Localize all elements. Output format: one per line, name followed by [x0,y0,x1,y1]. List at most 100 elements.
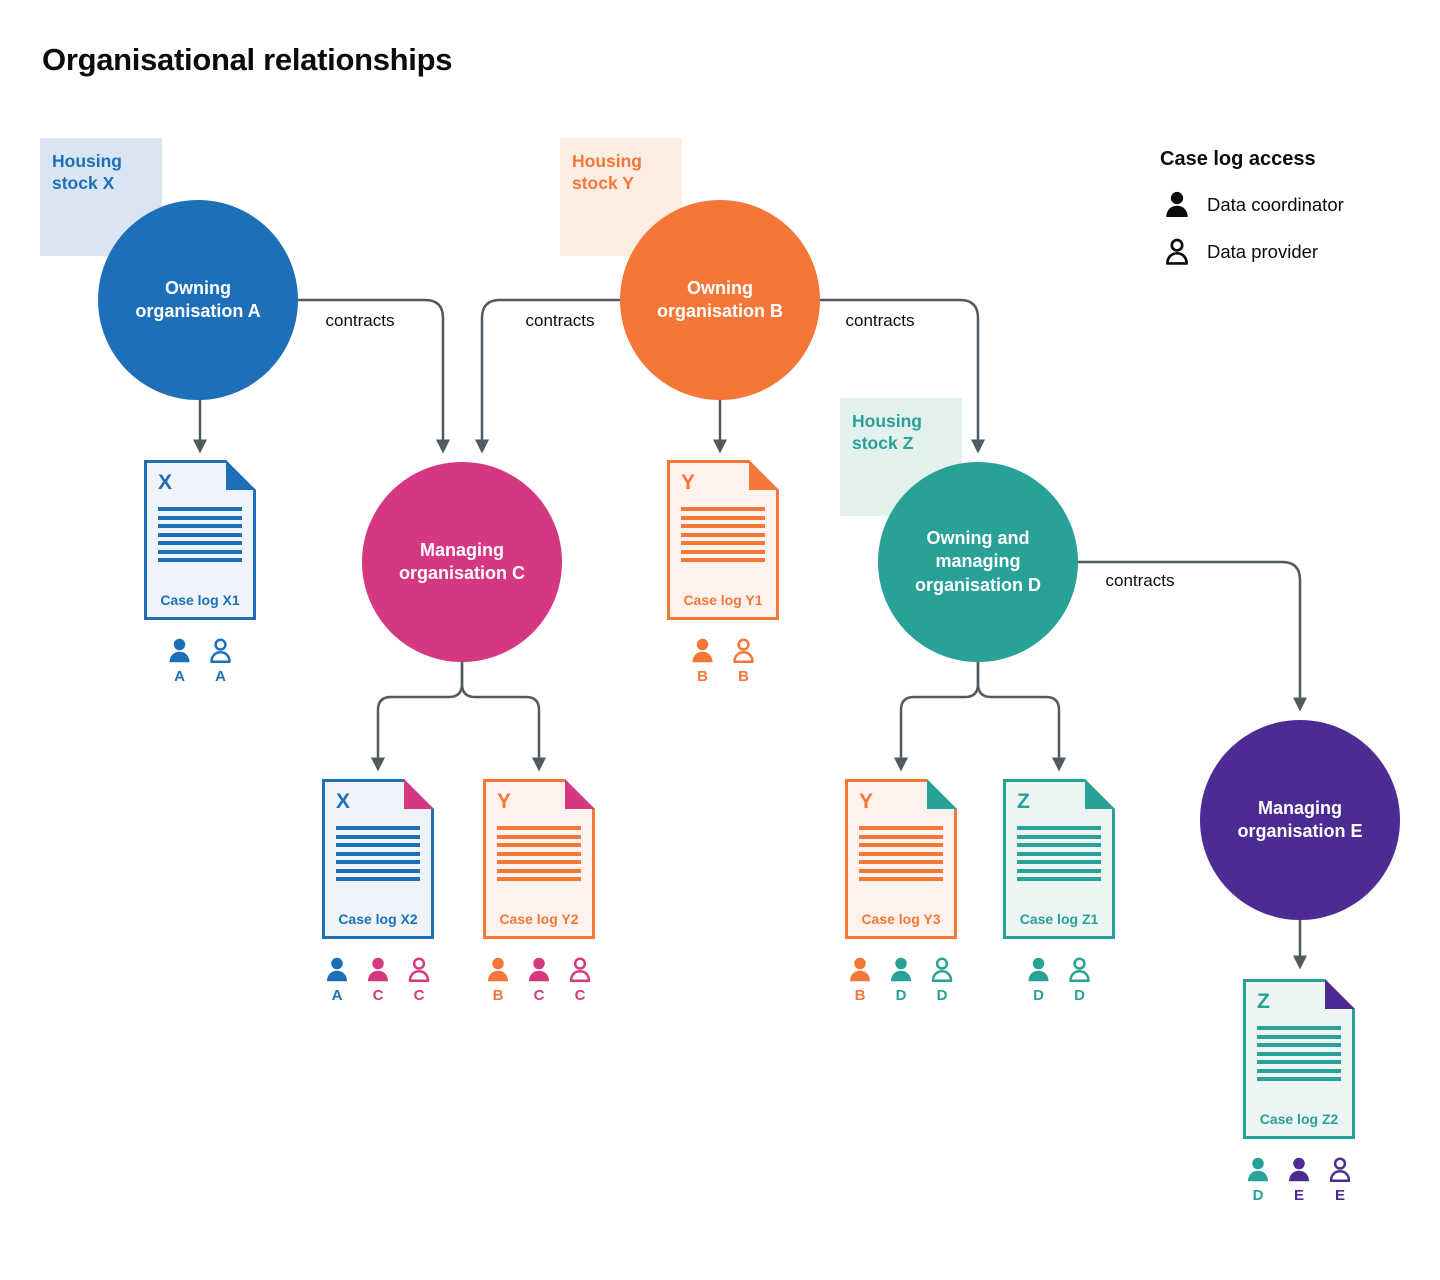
case-log-stock-letter: X [158,471,173,494]
organisation-E: Managing organisation E [1200,720,1400,920]
arrow-D-to-Z1 [976,660,1066,772]
document-text-lines-icon [158,507,242,562]
person-outline-icon [210,638,231,663]
arrow-B-to-D [818,298,985,454]
document-text-lines-icon [336,826,420,881]
case-log-label: Case log Y3 [861,911,941,927]
case-log-stock-letter: Y [859,790,874,813]
person-outline-icon [1329,1157,1351,1182]
access-person-letter: E [1334,1187,1345,1204]
access-person-letter: A [215,668,226,685]
access-person-coordinator: B [687,636,719,685]
person-filled-icon [850,957,870,982]
access-person-letter: C [413,987,425,1004]
person-filled-icon [368,957,388,982]
case-log-stock-letter: Z [1017,790,1030,813]
case-log-doc-X2: X Case log X2 [322,779,434,939]
access-person-provider: D [1064,955,1096,1004]
case-log-label: Case log X1 [160,592,240,608]
organisation-label: Owning and managing organisation D [914,527,1041,595]
organisation-label: Owning organisation B [656,277,783,321]
case-log-label: Case log Z1 [1019,911,1099,927]
person-filled-icon [488,957,508,982]
document-fold-icon [404,779,434,809]
organisation-label: Managing organisation C [398,539,525,583]
contract-label-A-C: contracts [325,311,395,330]
person-filled-icon [1289,1157,1309,1182]
organisation-label: Managing organisation E [1237,797,1363,841]
person-outline-icon [1069,957,1090,982]
arrow-D-to-E [1076,560,1307,712]
case-log-doc-Y3: Y Case log Y3 [845,779,957,939]
person-outline-icon [569,957,591,982]
legend-item-data-coordinator: Data coordinator [1160,188,1430,222]
access-person-letter: C [574,987,586,1004]
arrow-A-to-C [296,298,450,454]
person-outline-icon [733,638,754,663]
access-person-provider: E [1324,1155,1356,1204]
access-person-provider: A [205,636,237,685]
document-text-lines-icon [681,507,765,562]
document-fold-icon [1085,779,1115,809]
contract-label-B-C: contracts [525,311,595,330]
legend-item-label: Data coordinator [1207,194,1344,215]
document-fold-icon [927,779,957,809]
arrow-D-to-Y3 [894,660,980,772]
document-fold-icon [1325,979,1355,1009]
case-log-stock-letter: Z [1257,990,1270,1013]
person-filled-icon [692,638,713,663]
access-person-letter: D [895,987,907,1004]
access-person-letter: D [1033,987,1044,1004]
access-person-provider: C [564,955,596,1004]
case-log-label: Case log Y2 [499,911,579,927]
person-filled-icon [529,957,549,982]
document-text-lines-icon [497,826,581,881]
access-person-coordinator: C [362,955,394,1004]
legend-item-label: Data provider [1207,241,1319,262]
person-filled-icon [891,957,911,982]
arrow-C-to-X2 [371,660,464,772]
access-person-letter: C [533,987,545,1004]
case-log-stock-letter: X [336,790,351,813]
legend-title: Case log access [1160,148,1316,170]
arrow-B-to-C [475,298,622,454]
case-log-doc-X1: X Case log X1 [144,460,256,620]
person-filled-icon [327,957,347,982]
access-person-letter: D [1252,1187,1264,1204]
person-filled-icon [169,638,190,663]
access-person-coordinator: B [844,955,876,1004]
person-filled-icon [1248,1157,1268,1182]
organisation-label: Owning organisation A [135,277,261,321]
access-person-coordinator: C [523,955,555,1004]
access-person-provider: D [926,955,958,1004]
case-log-stock-letter: Y [681,471,696,494]
organisation-B: Owning organisation B [620,200,820,400]
access-person-letter: D [1074,987,1085,1004]
document-fold-icon [565,779,595,809]
person-outline-icon [408,957,430,982]
arrow-C-to-Y2 [460,660,546,772]
case-log-label: Case log Y1 [683,592,763,608]
page-title: Organisational relationships [42,42,453,77]
person-filled-icon [1028,957,1049,982]
access-person-coordinator: D [885,955,917,1004]
contract-label-B-D: contracts [845,311,915,330]
case-log-doc-Z1: Z Case log Z1 [1003,779,1115,939]
access-person-coordinator: A [164,636,196,685]
access-person-coordinator: B [482,955,514,1004]
document-fold-icon [226,460,256,490]
access-person-provider: C [403,955,435,1004]
access-person-letter: B [697,668,708,685]
access-person-letter: B [492,987,504,1004]
access-person-letter: A [174,668,185,685]
case-log-label: Case log X2 [338,911,418,927]
